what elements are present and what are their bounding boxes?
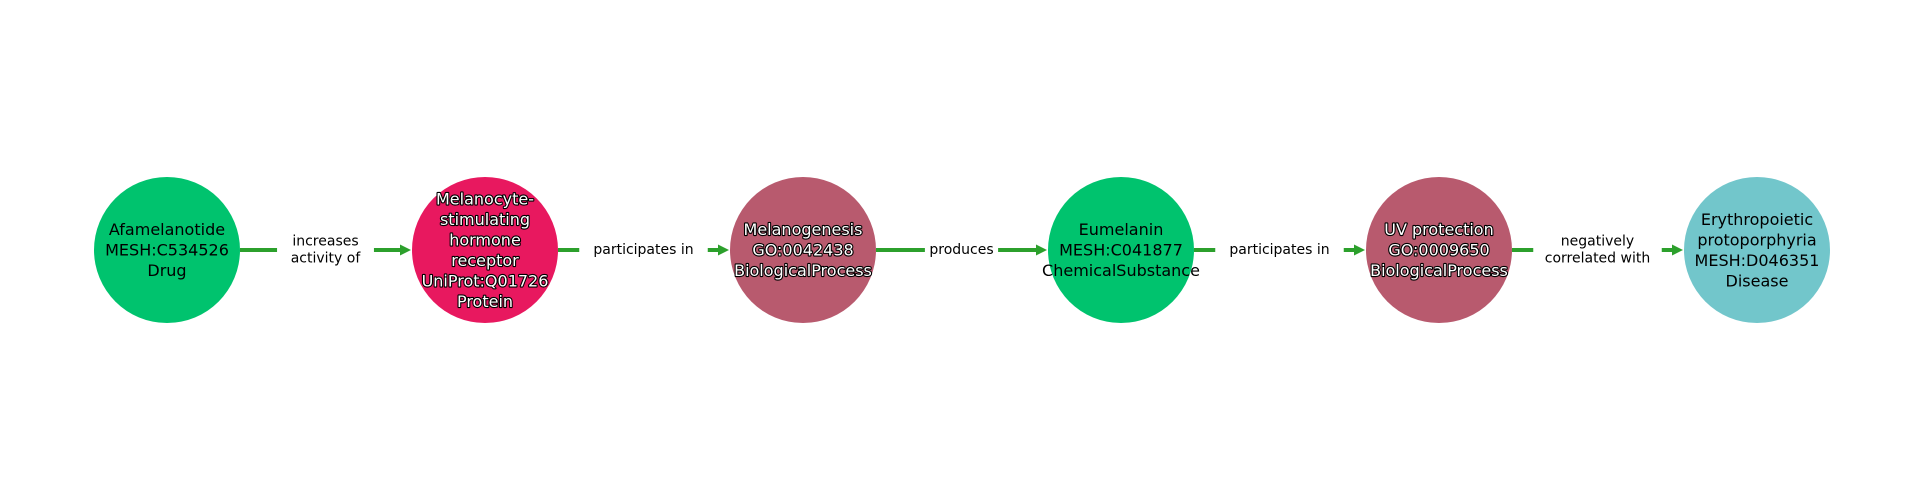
edge-label-line: participates in [593, 242, 693, 258]
node-label-line: Melanocyte- [436, 189, 534, 208]
node-label-line: BiologicalProcess [1370, 261, 1508, 280]
node-label-line: ChemicalSubstance [1042, 261, 1200, 280]
node-label-line: UV protection [1384, 220, 1493, 239]
node-label-line: Erythropoietic [1701, 210, 1813, 229]
node-circle[interactable] [730, 177, 876, 323]
node-label-line: MESH:C534526 [105, 241, 229, 260]
edge-label: participates in [1229, 242, 1329, 258]
arrowhead-icon [718, 244, 729, 256]
edge-label-background [1533, 231, 1662, 269]
arrowhead-icon [1354, 244, 1365, 256]
edge-label: produces [929, 242, 993, 258]
node-label-line: hormone [449, 230, 521, 249]
node-label-line: receptor [451, 251, 519, 270]
edge-label-line: increases [292, 234, 358, 250]
edge-label-line: produces [929, 242, 993, 258]
edge-label-line: participates in [1229, 242, 1329, 258]
edge-label-line: negatively [1561, 234, 1634, 250]
node-circle[interactable] [1684, 177, 1830, 323]
node-circle[interactable] [94, 177, 240, 323]
node-label-line: Protein [457, 292, 513, 311]
node-label-line: Drug [147, 261, 186, 280]
arrowhead-icon [400, 244, 411, 256]
arrowhead-icon [1036, 244, 1047, 256]
node-label-line: GO:0009650 [1388, 241, 1489, 260]
node-label-line: Melanogenesis [744, 220, 863, 239]
edge-label: participates in [593, 242, 693, 258]
node-label-line: stimulating [440, 210, 530, 229]
node-label-line: MESH:D046351 [1695, 251, 1820, 270]
node-label-line: protoporphyria [1697, 230, 1816, 249]
edge-n4-n5: participates in [1194, 239, 1365, 261]
edge-label-line: activity of [291, 251, 362, 267]
node-label-line: Afamelanotide [109, 220, 225, 239]
edge-label-background [277, 231, 374, 269]
node-label-line: GO:0042438 [752, 241, 853, 260]
node-label-line: Eumelanin [1079, 220, 1164, 239]
node-label-line: BiologicalProcess [734, 261, 872, 280]
node-circle[interactable] [412, 177, 558, 323]
node-label-line: Disease [1726, 271, 1789, 290]
edge-n3-n4: produces [876, 239, 1047, 261]
edge-label-line: correlated with [1545, 251, 1650, 267]
node-label-line: UniProt:Q01726 [422, 271, 549, 290]
edge-label-background [924, 239, 999, 261]
edge-label-background [1215, 239, 1344, 261]
edge-n2-n3: participates in [558, 239, 729, 261]
node-circle[interactable] [1366, 177, 1512, 323]
node-label-line: MESH:C041877 [1059, 241, 1183, 260]
arrowhead-icon [1672, 244, 1683, 256]
node-circle[interactable] [1048, 177, 1194, 323]
edge-label-background [579, 239, 708, 261]
